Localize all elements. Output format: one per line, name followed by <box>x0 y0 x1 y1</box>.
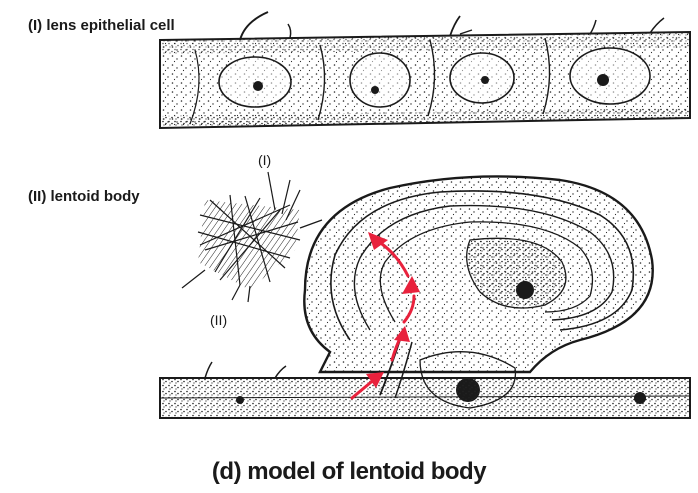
figure-caption: (d) model of lentoid body <box>0 458 698 486</box>
label-lens-epithelial-cell: (I) lens epithelial cell <box>28 17 175 34</box>
label-lentoid-body: (II) lentoid body <box>28 188 140 205</box>
lentoid-cluster <box>182 172 322 302</box>
epithelial-layer <box>160 12 690 128</box>
lentoid-body <box>304 176 652 408</box>
marker-label-two: (II) <box>210 312 227 328</box>
marker-label-one: (I) <box>258 152 271 168</box>
